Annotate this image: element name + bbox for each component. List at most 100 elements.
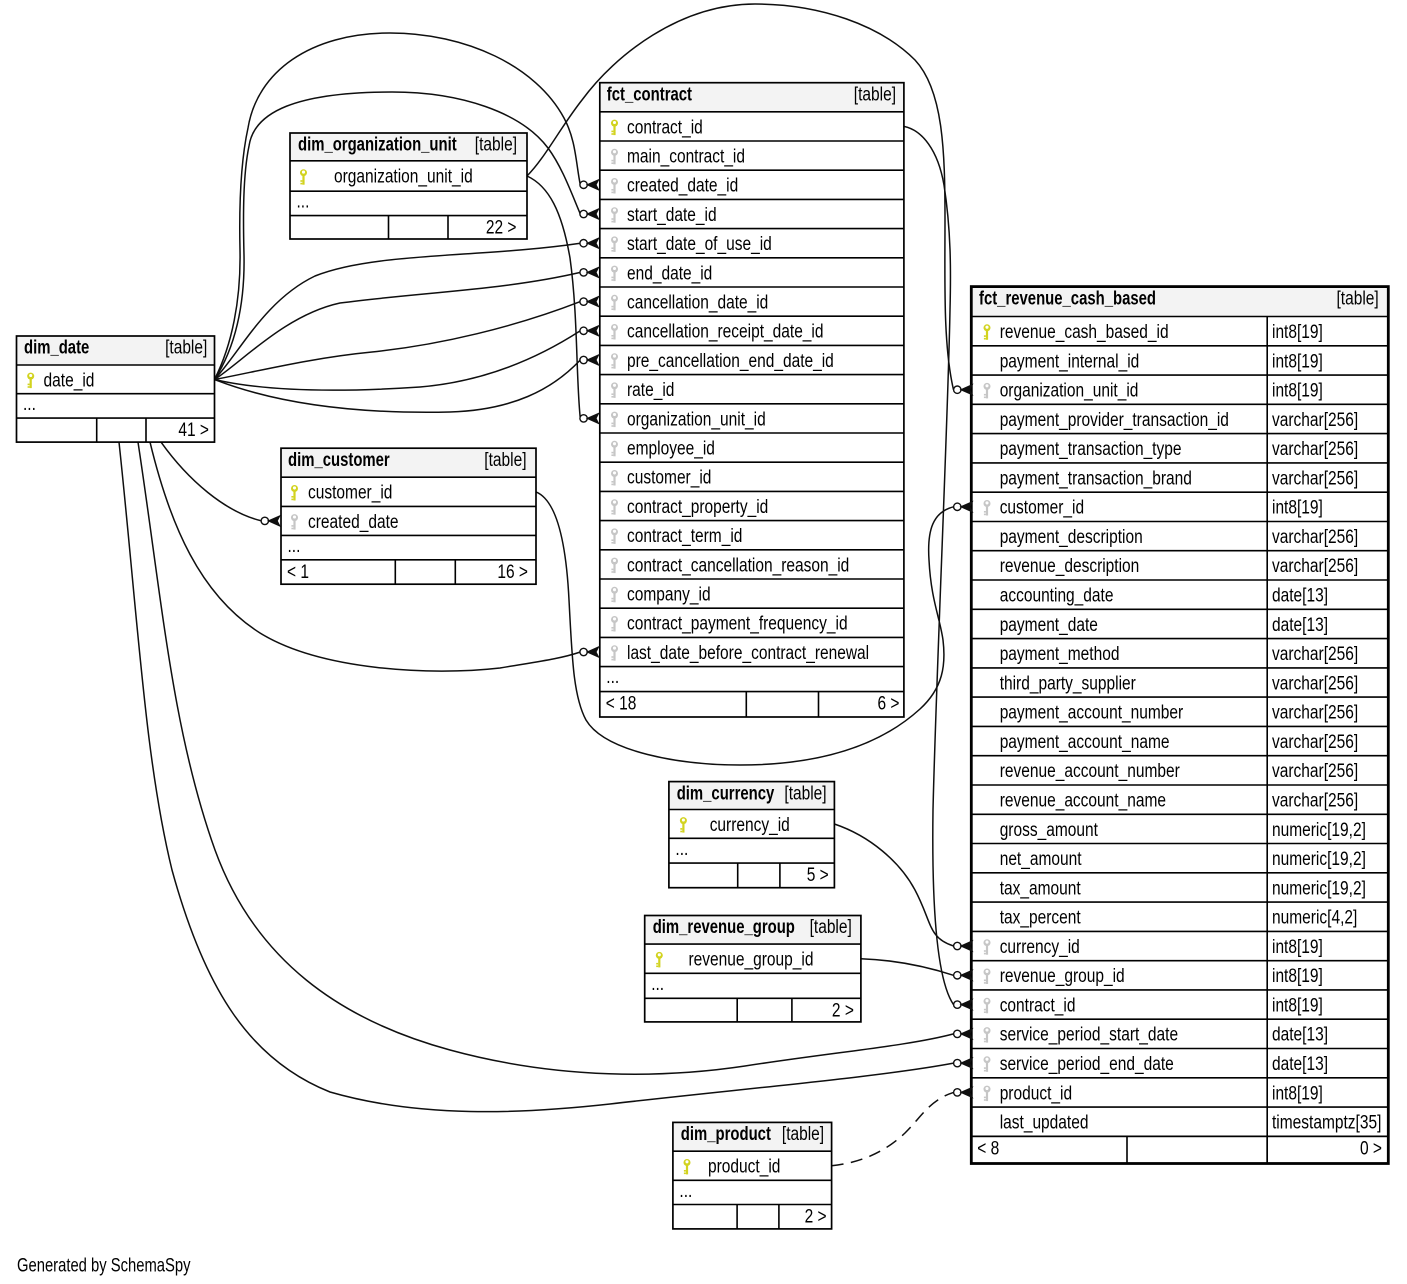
svg-text:organization_unit_id: organization_unit_id <box>334 166 473 187</box>
svg-text:contract_term_id: contract_term_id <box>627 526 742 547</box>
svg-text:...: ... <box>23 394 36 415</box>
svg-text:varchar[256]: varchar[256] <box>1272 673 1358 694</box>
svg-text:created_date: created_date <box>308 512 399 533</box>
svg-text:int8[19]: int8[19] <box>1272 995 1323 1016</box>
svg-text:currency_id: currency_id <box>710 815 790 836</box>
svg-text:contract_id: contract_id <box>627 117 703 138</box>
svg-text:varchar[256]: varchar[256] <box>1272 703 1358 724</box>
svg-text:contract_property_id: contract_property_id <box>627 497 768 518</box>
svg-text:last_updated: last_updated <box>1000 1113 1089 1134</box>
svg-text:varchar[256]: varchar[256] <box>1272 732 1358 753</box>
svg-text:[table]: [table] <box>165 338 207 359</box>
svg-text:< 18: < 18 <box>606 694 637 715</box>
svg-text:int8[19]: int8[19] <box>1272 381 1323 402</box>
svg-text:contract_payment_frequency_id: contract_payment_frequency_id <box>627 614 848 635</box>
svg-text:pre_cancellation_end_date_id: pre_cancellation_end_date_id <box>627 351 834 372</box>
svg-text:end_date_id: end_date_id <box>627 263 712 284</box>
svg-text:int8[19]: int8[19] <box>1272 937 1323 958</box>
svg-text:varchar[256]: varchar[256] <box>1272 468 1358 489</box>
svg-text:company_id: company_id <box>627 585 711 606</box>
svg-text:contract_cancellation_reason_i: contract_cancellation_reason_id <box>627 555 849 576</box>
svg-text:start_date_id: start_date_id <box>627 205 717 226</box>
svg-text:payment_transaction_type: payment_transaction_type <box>1000 439 1182 460</box>
svg-text:varchar[256]: varchar[256] <box>1272 410 1358 431</box>
svg-text:employee_id: employee_id <box>627 439 715 460</box>
svg-text:41 >: 41 > <box>178 420 209 441</box>
svg-text:varchar[256]: varchar[256] <box>1272 556 1358 577</box>
svg-text:int8[19]: int8[19] <box>1272 966 1323 987</box>
svg-text:int8[19]: int8[19] <box>1272 498 1323 519</box>
svg-text:payment_provider_transaction_i: payment_provider_transaction_id <box>1000 410 1229 431</box>
svg-text:numeric[19,2]: numeric[19,2] <box>1272 849 1366 870</box>
svg-text:rate_id: rate_id <box>627 380 674 401</box>
svg-text:< 1: < 1 <box>287 562 309 583</box>
svg-text:main_contract_id: main_contract_id <box>627 147 745 168</box>
svg-text:...: ... <box>297 192 310 213</box>
svg-text:organization_unit_id: organization_unit_id <box>627 409 766 430</box>
svg-text:customer_id: customer_id <box>308 483 392 504</box>
svg-text:revenue_account_name: revenue_account_name <box>1000 791 1166 812</box>
svg-text:int8[19]: int8[19] <box>1272 1083 1323 1104</box>
svg-text:varchar[256]: varchar[256] <box>1272 527 1358 548</box>
svg-text:gross_amount: gross_amount <box>1000 820 1099 841</box>
svg-text:22 >: 22 > <box>486 218 517 239</box>
svg-text:fct_revenue_cash_based: fct_revenue_cash_based <box>979 288 1156 309</box>
svg-text:0 >: 0 > <box>1360 1138 1382 1159</box>
svg-text:[table]: [table] <box>1337 288 1379 309</box>
svg-text:[table]: [table] <box>784 783 826 804</box>
svg-text:tax_percent: tax_percent <box>1000 908 1082 929</box>
svg-text:revenue_description: revenue_description <box>1000 556 1140 577</box>
svg-text:timestamptz[35]: timestamptz[35] <box>1272 1113 1381 1134</box>
svg-text:payment_date: payment_date <box>1000 615 1098 636</box>
svg-text:6 >: 6 > <box>878 694 900 715</box>
svg-text:[table]: [table] <box>475 135 517 156</box>
svg-text:[table]: [table] <box>810 917 852 938</box>
svg-text:dim_organization_unit: dim_organization_unit <box>298 135 457 156</box>
svg-text:fct_contract: fct_contract <box>607 84 693 105</box>
svg-text:third_party_supplier: third_party_supplier <box>1000 673 1137 694</box>
svg-text:2 >: 2 > <box>805 1207 827 1228</box>
svg-text:varchar[256]: varchar[256] <box>1272 761 1358 782</box>
svg-text:payment_transaction_brand: payment_transaction_brand <box>1000 468 1192 489</box>
svg-text:varchar[256]: varchar[256] <box>1272 644 1358 665</box>
svg-text:...: ... <box>606 667 619 688</box>
svg-text:date[13]: date[13] <box>1272 615 1328 636</box>
svg-text:< 8: < 8 <box>977 1138 999 1159</box>
svg-text:revenue_group_id: revenue_group_id <box>1000 966 1125 987</box>
svg-text:customer_id: customer_id <box>1000 498 1084 519</box>
svg-text:...: ... <box>651 974 664 995</box>
svg-text:start_date_of_use_id: start_date_of_use_id <box>627 234 772 255</box>
svg-text:date[13]: date[13] <box>1272 1025 1328 1046</box>
svg-text:16 >: 16 > <box>497 562 528 583</box>
svg-text:product_id: product_id <box>708 1157 780 1178</box>
svg-text:...: ... <box>288 536 301 557</box>
svg-text:currency_id: currency_id <box>1000 937 1080 958</box>
svg-text:payment_internal_id: payment_internal_id <box>1000 351 1140 372</box>
svg-text:last_date_before_contract_rene: last_date_before_contract_renewal <box>627 643 869 664</box>
svg-text:[table]: [table] <box>782 1124 824 1145</box>
svg-text:numeric[19,2]: numeric[19,2] <box>1272 878 1366 899</box>
svg-text:dim_customer: dim_customer <box>288 450 390 471</box>
svg-text:...: ... <box>679 1181 692 1202</box>
svg-text:revenue_cash_based_id: revenue_cash_based_id <box>1000 322 1169 343</box>
svg-text:created_date_id: created_date_id <box>627 176 738 197</box>
svg-text:varchar[256]: varchar[256] <box>1272 791 1358 812</box>
svg-text:dim_revenue_group: dim_revenue_group <box>653 917 795 938</box>
svg-text:5 >: 5 > <box>807 865 829 886</box>
svg-text:Generated by SchemaSpy: Generated by SchemaSpy <box>17 1255 191 1276</box>
svg-text:2 >: 2 > <box>832 1000 854 1021</box>
svg-text:numeric[19,2]: numeric[19,2] <box>1272 820 1366 841</box>
svg-text:net_amount: net_amount <box>1000 849 1082 870</box>
svg-text:dim_currency: dim_currency <box>677 783 775 804</box>
svg-text:contract_id: contract_id <box>1000 995 1076 1016</box>
svg-text:organization_unit_id: organization_unit_id <box>1000 381 1139 402</box>
svg-text:payment_method: payment_method <box>1000 644 1120 665</box>
svg-text:numeric[4,2]: numeric[4,2] <box>1272 908 1357 929</box>
svg-text:cancellation_receipt_date_id: cancellation_receipt_date_id <box>627 322 824 343</box>
svg-text:dim_date: dim_date <box>24 338 89 359</box>
svg-text:varchar[256]: varchar[256] <box>1272 439 1358 460</box>
svg-text:payment_account_name: payment_account_name <box>1000 732 1170 753</box>
svg-text:service_period_start_date: service_period_start_date <box>1000 1025 1178 1046</box>
svg-text:dim_product: dim_product <box>681 1124 772 1145</box>
svg-text:payment_description: payment_description <box>1000 527 1143 548</box>
